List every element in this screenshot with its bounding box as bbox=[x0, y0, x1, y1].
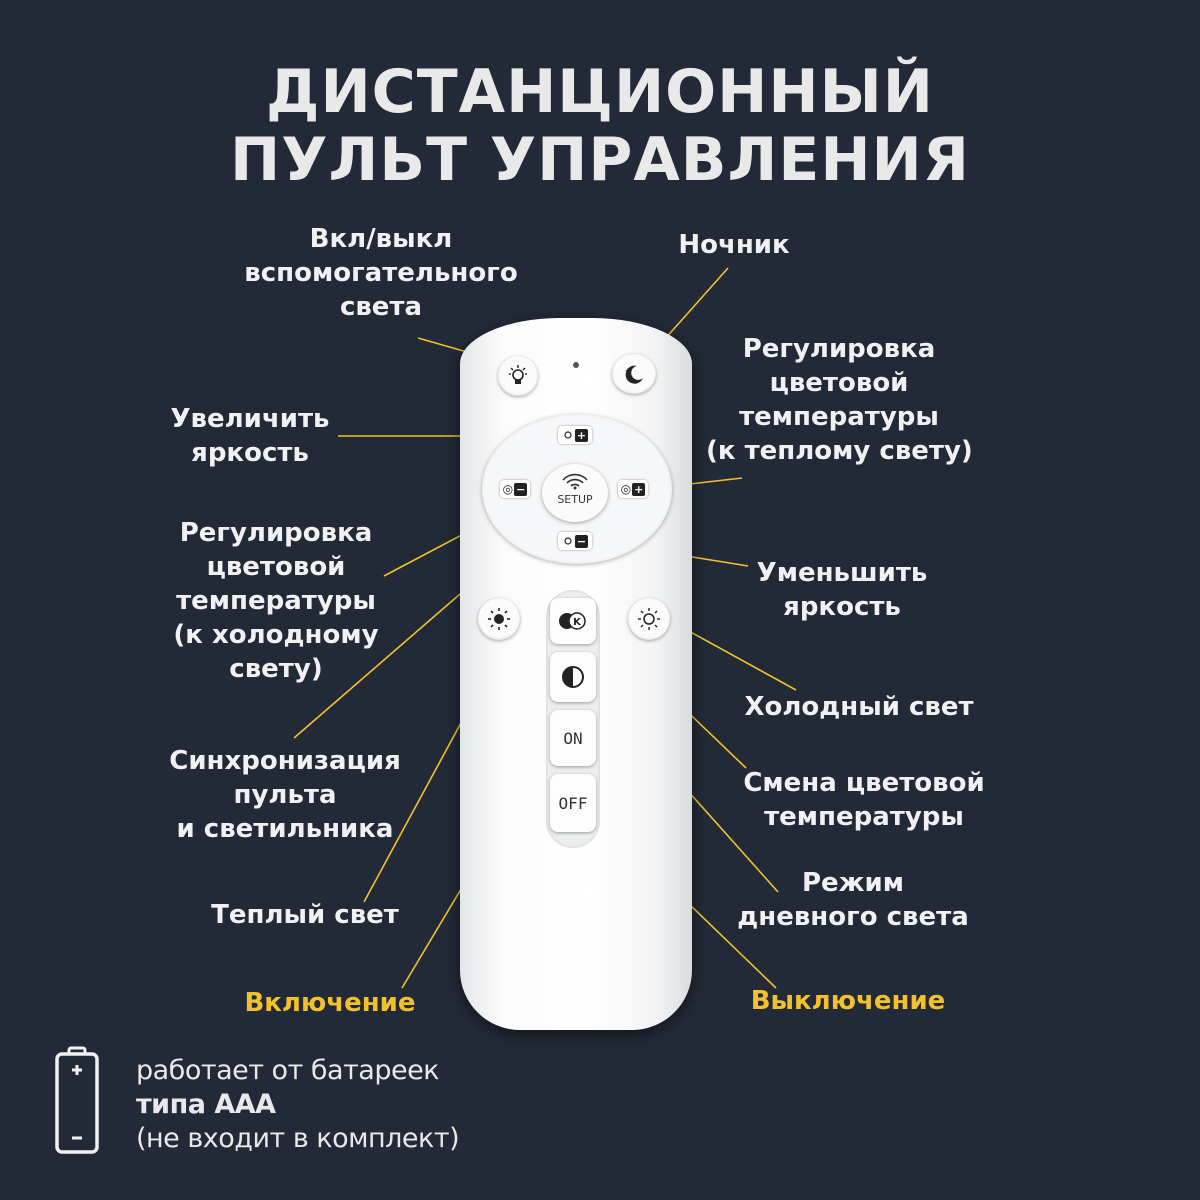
setup-sync-button[interactable]: SETUP bbox=[542, 464, 608, 522]
k-label: K bbox=[573, 617, 582, 628]
line-cold-light bbox=[676, 624, 797, 691]
brightness-down-button[interactable]: − bbox=[558, 532, 592, 550]
warm-adjust-button[interactable]: ◎+ bbox=[618, 480, 648, 498]
label-line: вспомогательного bbox=[244, 258, 518, 288]
label-line: Теплый свет bbox=[211, 900, 399, 930]
battery-icon bbox=[55, 1046, 99, 1154]
label-line: (к холодному bbox=[173, 620, 379, 650]
label-line: Режим bbox=[801, 868, 905, 898]
title-line-1: ДИСТАНЦИОННЫЙ bbox=[266, 57, 934, 127]
label-line: дневного света bbox=[737, 902, 969, 932]
label-power-on: Включение bbox=[230, 986, 430, 1020]
warm-light-button[interactable] bbox=[478, 598, 520, 640]
label-sync: Синхронизация пульта и светильника bbox=[150, 744, 420, 846]
battery-note: работает от батареек типа ААА (не входит… bbox=[136, 1054, 460, 1156]
k-icon: K bbox=[559, 612, 586, 630]
label-line: пульта bbox=[233, 780, 337, 810]
title-line-2: ПУЛЬТ УПРАВЛЕНИЯ bbox=[230, 125, 970, 195]
label-line: Выключение bbox=[750, 986, 946, 1016]
setup-label: SETUP bbox=[557, 493, 593, 506]
label-line: и светильника bbox=[176, 814, 394, 844]
label-cold-light: Холодный свет bbox=[736, 690, 982, 724]
sun-outline-icon bbox=[638, 608, 660, 630]
cold-light-button[interactable] bbox=[628, 598, 670, 640]
daylight-button[interactable] bbox=[550, 652, 596, 702]
label-daylight: Режим дневного света bbox=[730, 866, 976, 934]
label-line: цветовой bbox=[206, 552, 346, 582]
label-line: Холодный свет bbox=[744, 692, 974, 722]
label-power-off: Выключение bbox=[738, 984, 958, 1018]
sun-small-icon bbox=[564, 431, 572, 439]
battery-line-2: типа ААА bbox=[136, 1089, 276, 1120]
label-cold-adjust: Регулировка цветовой температуры (к холо… bbox=[154, 516, 398, 686]
label-line: света bbox=[339, 292, 423, 322]
temp-icon: ◎ bbox=[620, 482, 632, 496]
label-line: цветовой bbox=[769, 368, 909, 398]
indicator-led bbox=[573, 362, 579, 368]
label-aux-light: Вкл/выкл вспомогательного света bbox=[238, 222, 524, 324]
wifi-icon bbox=[562, 473, 588, 490]
label-brightness-up: Увеличить яркость bbox=[152, 402, 348, 470]
moon-icon bbox=[625, 365, 643, 384]
label-line: Вкл/выкл bbox=[309, 224, 453, 254]
label-brightness-down: Уменьшить яркость bbox=[738, 556, 946, 624]
label-line: свету) bbox=[229, 654, 323, 684]
half-circle-icon bbox=[562, 666, 584, 688]
label-line: Регулировка bbox=[742, 334, 936, 364]
label-line: Синхронизация bbox=[169, 746, 401, 776]
bulb-icon bbox=[509, 365, 527, 384]
color-temp-change-button[interactable]: K bbox=[550, 598, 596, 644]
sun-small-icon bbox=[564, 537, 572, 545]
label-line: Включение bbox=[244, 988, 416, 1018]
label-line: температуры bbox=[739, 402, 939, 432]
label-line: Уменьшить bbox=[756, 558, 928, 588]
temp-icon: ◎ bbox=[502, 482, 514, 496]
power-on-button[interactable]: ON bbox=[550, 710, 596, 766]
remote-control: + − ◎− ◎+ SETUP bbox=[460, 318, 692, 1030]
power-off-button[interactable]: OFF bbox=[550, 774, 596, 832]
label-line: Ночник bbox=[678, 230, 790, 260]
label-warm-light: Теплый свет bbox=[200, 898, 410, 932]
label-line: температуры bbox=[176, 586, 376, 616]
label-line: Смена цветовой bbox=[743, 768, 985, 798]
label-line: яркость bbox=[783, 592, 901, 622]
cold-adjust-button[interactable]: ◎− bbox=[500, 480, 530, 498]
night-light-button[interactable] bbox=[612, 354, 656, 394]
label-line: температуры bbox=[764, 802, 964, 832]
battery-line-3: (не входит в комплект) bbox=[136, 1123, 460, 1154]
brightness-up-button[interactable]: + bbox=[558, 426, 592, 444]
label-night-light: Ночник bbox=[664, 228, 804, 262]
label-line: Увеличить bbox=[170, 404, 330, 434]
off-label: OFF bbox=[558, 793, 588, 813]
on-label: ON bbox=[563, 728, 583, 748]
battery-line-1: работает от батареек bbox=[136, 1055, 440, 1086]
sun-filled-icon bbox=[488, 608, 510, 630]
label-line: (к теплому свету) bbox=[706, 436, 973, 466]
label-line: Регулировка bbox=[179, 518, 373, 548]
aux-light-button[interactable] bbox=[498, 356, 538, 396]
label-warm-adjust: Регулировка цветовой температуры (к тепл… bbox=[706, 332, 973, 468]
page-title: ДИСТАНЦИОННЫЙ ПУЛЬТ УПРАВЛЕНИЯ bbox=[0, 58, 1200, 194]
label-color-temp-change: Смена цветовой температуры bbox=[726, 766, 1002, 834]
label-line: яркость bbox=[191, 438, 309, 468]
